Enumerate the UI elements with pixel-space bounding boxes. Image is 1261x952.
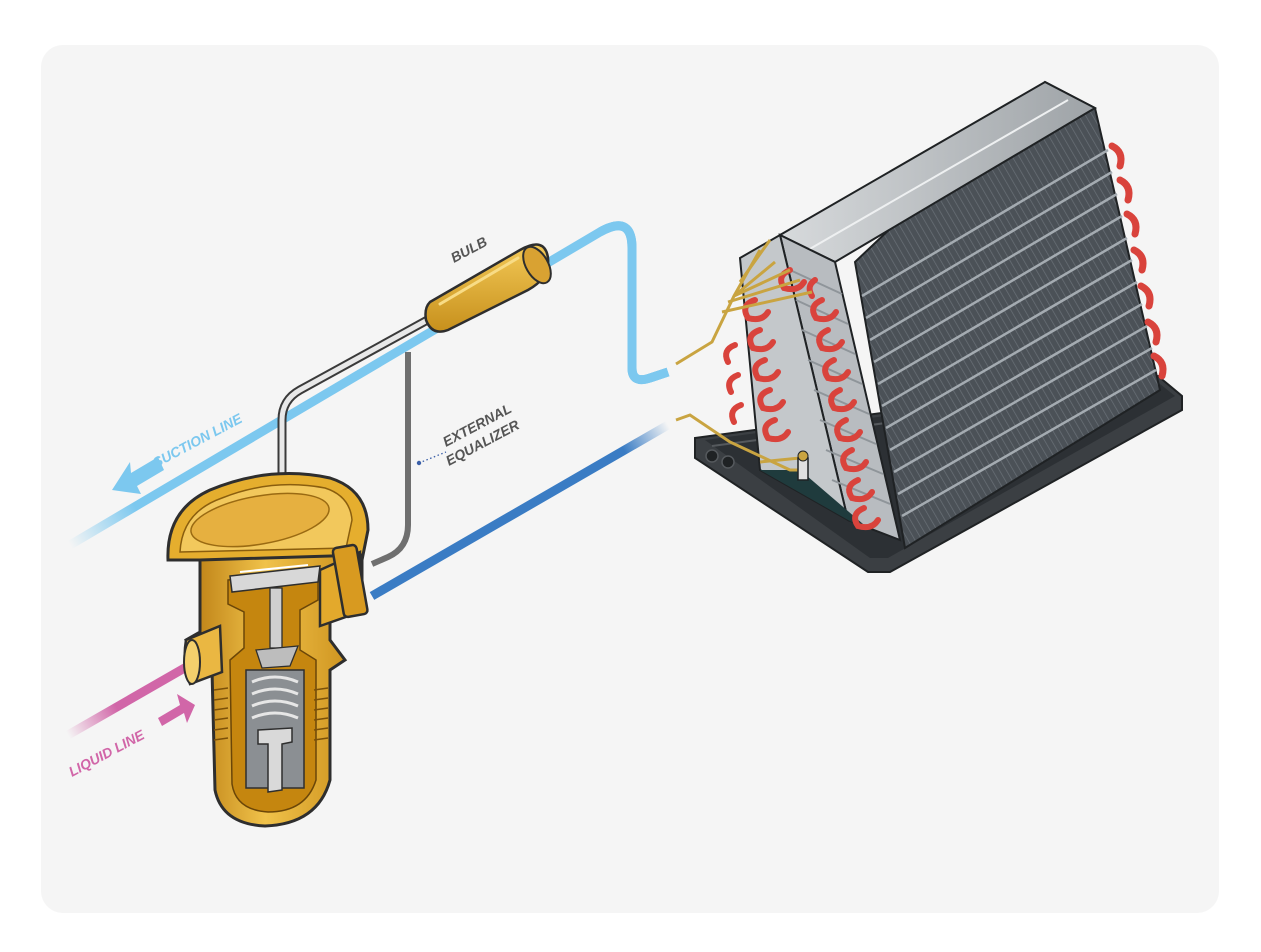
sensing-bulb (424, 243, 552, 333)
liquid-flow-arrow-icon (158, 694, 195, 726)
return-bends-right (1108, 142, 1167, 380)
superheat-spring (251, 675, 299, 720)
evaporator-coil (675, 80, 1183, 573)
liquid-line (65, 658, 198, 739)
suction-flow-arrow-icon (112, 457, 164, 494)
external-equalizer-tube (370, 352, 411, 567)
coil-tube-rows (861, 148, 1157, 518)
return-bends-front (723, 267, 881, 531)
distributor-tubes (675, 239, 813, 472)
distributor-line (369, 421, 671, 600)
equalizer-leader-line (418, 451, 447, 464)
suction-line-label: SUCTION LINE (150, 410, 245, 471)
bulb-label: BULB (448, 233, 490, 265)
expansion-valve (166, 472, 370, 828)
suction-line (67, 221, 670, 549)
capillary-tube (279, 309, 444, 560)
equalizer-leader-dot (416, 460, 422, 466)
